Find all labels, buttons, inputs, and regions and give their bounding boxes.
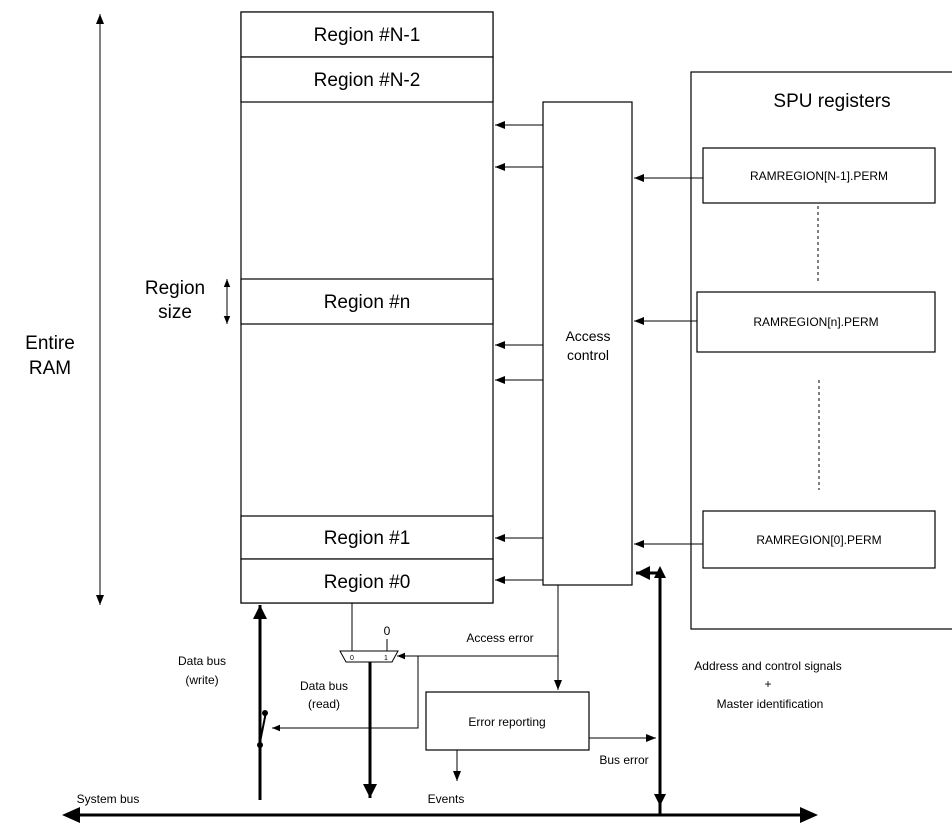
region-n-label: Region #n <box>324 292 411 313</box>
mux-in1-label: 1 <box>384 655 388 662</box>
register-bottom-label: RAMREGION[0].PERM <box>756 533 881 547</box>
error-reporting-block <box>425 691 590 751</box>
address-label-1: Address and control signals <box>694 659 841 673</box>
access-control-label-2: control <box>567 347 609 363</box>
region-0 <box>240 558 494 604</box>
system-bus-label: System bus <box>77 792 140 806</box>
access-control-label-1: Access <box>565 328 610 344</box>
region-0-label: Region #0 <box>324 572 411 593</box>
register-mid <box>696 291 936 353</box>
access-error-label: Access error <box>466 631 533 645</box>
data-bus-read-label-1: Data bus <box>300 679 348 693</box>
region-size-label-1: Region <box>145 278 205 299</box>
register-top <box>702 147 936 204</box>
data-mux <box>339 650 399 663</box>
switch-pivot-top <box>262 710 268 716</box>
bus-error-label: Bus error <box>599 753 648 767</box>
region-n-minus-2 <box>240 56 494 103</box>
data-bus-write-label-2: (write) <box>185 673 218 687</box>
register-bottom <box>702 510 936 569</box>
entire-ram-label-1: Entire <box>25 333 75 354</box>
register-mid-label: RAMREGION[n].PERM <box>753 315 878 329</box>
mux-select-value: 0 <box>384 624 391 638</box>
system-bus-head-left <box>62 807 80 823</box>
data-bus-write-label-1: Data bus <box>178 654 226 668</box>
address-label-3: Master identification <box>717 697 824 711</box>
data-bus-read-label-2: (read) <box>308 697 340 711</box>
access-error-to-switch <box>272 656 419 732</box>
system-bus-head-right <box>800 807 818 823</box>
region-size-label-2: size <box>158 302 192 323</box>
register-top-label: RAMREGION[N-1].PERM <box>750 169 888 183</box>
region-n-minus-1-label: Region #N-1 <box>314 25 421 46</box>
spu-registers-title: SPU registers <box>773 91 890 112</box>
region-1 <box>240 515 494 560</box>
entire-ram-label-2: RAM <box>29 358 71 379</box>
mux-in0-label: 0 <box>350 655 354 662</box>
switch-pivot-bottom <box>257 742 263 748</box>
access-control-block <box>542 101 633 586</box>
region-n <box>240 278 494 325</box>
address-bus-head-down <box>654 794 666 806</box>
error-reporting-label: Error reporting <box>468 715 545 729</box>
address-bus-head-up <box>654 566 666 578</box>
address-label-2: + <box>764 677 771 691</box>
switch-blade <box>259 711 267 743</box>
region-n-minus-2-label: Region #N-2 <box>314 70 421 91</box>
events-label: Events <box>428 792 465 806</box>
region-1-label: Region #1 <box>324 528 411 549</box>
